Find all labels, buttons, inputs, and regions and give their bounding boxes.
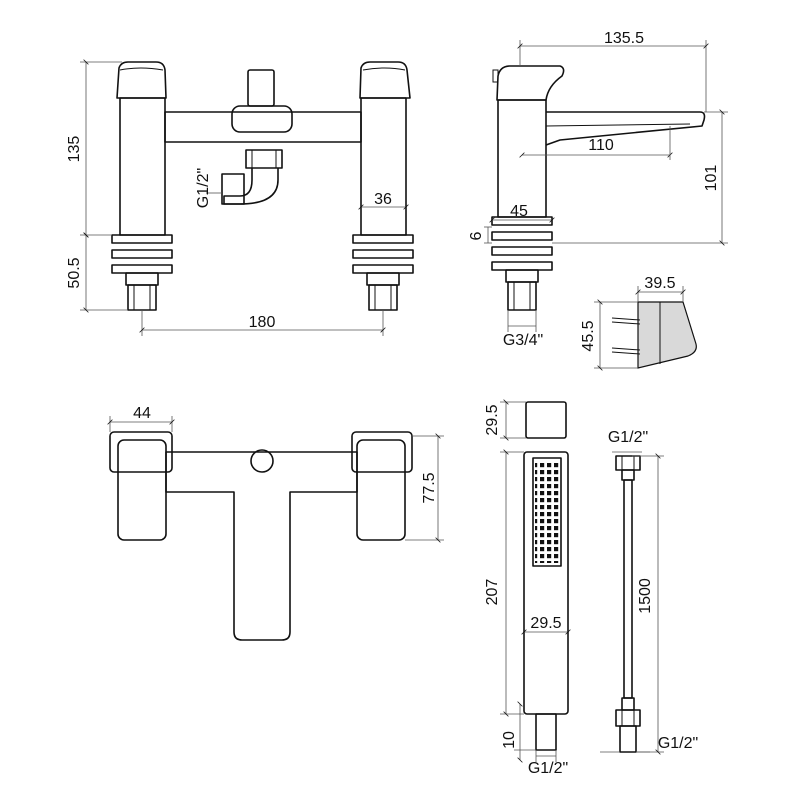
outlet-nut	[245, 149, 283, 169]
bracket-screw	[611, 321, 641, 325]
hose-top-thread-label: G1/2"	[608, 429, 648, 446]
dim-front-height-label: 135	[66, 136, 83, 163]
dim-side-height-label: 101	[703, 165, 720, 192]
right-nut	[366, 272, 400, 286]
left-handle	[116, 61, 167, 99]
side-body	[497, 99, 547, 218]
top-crossbar	[165, 451, 358, 641]
inlet-thread-label: G1/2"	[195, 168, 212, 208]
dim-head-tail-label: 10	[501, 731, 518, 749]
dim-head-cap-label: 29.5	[484, 404, 501, 435]
side-handle	[496, 65, 565, 101]
right-handle	[359, 61, 411, 99]
shower-cap	[525, 401, 567, 439]
dim-hose-length-label: 1500	[637, 578, 654, 614]
side-collar-ring	[491, 231, 553, 241]
top-left-body	[117, 439, 167, 541]
hose-bottom-tail	[619, 725, 637, 753]
side-tail	[507, 281, 537, 311]
side-collar-ring	[491, 246, 553, 256]
shower-face	[532, 457, 562, 567]
top-right-body	[356, 439, 406, 541]
dim-centres-label: 180	[249, 314, 276, 331]
outlet-connector	[221, 173, 245, 205]
bracket-screw	[611, 351, 641, 355]
right-collar-ring	[352, 234, 414, 244]
left-collar-ring	[111, 234, 173, 244]
hose-body	[623, 479, 633, 699]
crossbar	[164, 111, 362, 143]
left-collar-ring	[111, 249, 173, 259]
dim-side-length-label: 135.5	[604, 30, 644, 47]
hose-top-nut	[615, 455, 641, 471]
dim-leg-width-label: 36	[374, 191, 392, 208]
hose-bottom-ferrule	[621, 697, 635, 711]
head-thread-label: G1/2"	[528, 760, 568, 777]
bracket-view: 39.5 45.5	[580, 275, 697, 371]
top-left-handle	[109, 431, 173, 473]
hand-shower-view: 29.5 207 29.5 10 G1/2"	[484, 399, 571, 777]
top-view: 44 77.5	[107, 405, 444, 641]
right-handle-detail	[362, 67, 406, 71]
bracket-screw	[611, 317, 641, 321]
dim-head-length-label: 207	[484, 579, 501, 606]
hose-bottom-nut	[615, 709, 641, 727]
diverter-knob	[247, 69, 275, 107]
right-tail	[368, 284, 398, 311]
bracket-screw	[611, 347, 641, 351]
top-diverter	[250, 449, 274, 473]
bracket-body	[637, 301, 697, 369]
dim-bracket-width-label: 39.5	[644, 275, 675, 292]
shower-connector	[535, 713, 557, 751]
diverter-base	[231, 105, 293, 133]
dim-top-depth-label: 77.5	[421, 472, 438, 503]
dim-bracket-height-label: 45.5	[580, 320, 597, 351]
left-nut	[125, 272, 159, 286]
side-nut	[505, 269, 539, 283]
hose-top-ferrule	[621, 469, 635, 481]
dim-spout-reach-label: 110	[588, 137, 614, 154]
dim-front-base-label: 50.5	[66, 257, 83, 288]
dim-handle-width-label: 44	[133, 405, 151, 422]
side-handle-stub	[492, 69, 499, 83]
left-tail	[127, 284, 157, 311]
hose-view: G1/2" 1500 G1/2"	[600, 429, 698, 755]
left-handle-detail	[119, 67, 164, 71]
dim-head-width-label: 29.5	[530, 615, 561, 632]
right-body	[360, 97, 407, 236]
side-collar-ring	[491, 261, 553, 271]
side-spout-underside	[545, 123, 691, 127]
left-collar-ring	[111, 264, 173, 274]
shower-nozzles	[535, 461, 559, 563]
dim-collar-width-label: 45	[510, 203, 528, 220]
dim-collar-height-label: 6	[468, 231, 485, 240]
side-spout	[545, 111, 706, 146]
side-elevation-view: 135.5 110 101 45 6 G3/4"	[468, 30, 728, 349]
tail-thread-label: G3/4"	[503, 332, 543, 349]
hose-bottom-thread-label: G1/2"	[658, 735, 698, 752]
front-elevation-view: 135 50.5 G1/2" 36 180	[66, 59, 414, 336]
right-collar-ring	[352, 264, 414, 274]
left-body	[119, 97, 166, 236]
top-right-handle	[351, 431, 413, 473]
outlet-elbow	[223, 168, 279, 205]
left-base	[111, 234, 173, 311]
right-collar-ring	[352, 249, 414, 259]
right-base	[352, 234, 414, 311]
